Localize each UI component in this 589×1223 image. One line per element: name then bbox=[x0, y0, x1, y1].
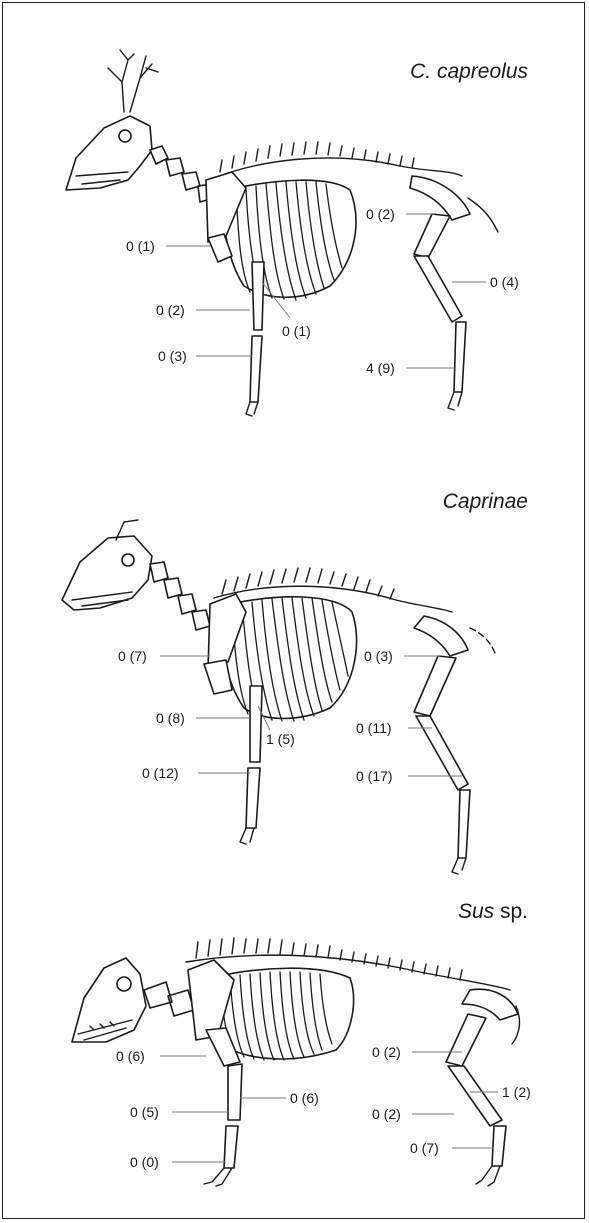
label-fore-metapodial: 0 (0) bbox=[130, 1154, 159, 1170]
antler-left bbox=[108, 50, 134, 112]
label-tibia: 0 (2) bbox=[372, 1106, 401, 1122]
label-tibia: 0 (4) bbox=[490, 274, 519, 290]
tibia bbox=[414, 256, 462, 322]
fore-metapodial bbox=[246, 768, 260, 828]
tibia bbox=[416, 716, 468, 790]
hind-phalanges bbox=[448, 392, 462, 410]
label-humerus: 0 (6) bbox=[290, 1090, 319, 1106]
vertebral-spines bbox=[222, 568, 394, 599]
roe-deer-skeleton bbox=[66, 50, 498, 416]
fore-phalanges bbox=[246, 402, 258, 416]
radius-ulna bbox=[228, 1064, 242, 1120]
label-scapula: 0 (1) bbox=[126, 238, 155, 254]
label-calcaneus: 1 (2) bbox=[502, 1084, 531, 1100]
label-hind-metapodial: 4 (9) bbox=[366, 360, 395, 376]
pelvis bbox=[410, 176, 470, 220]
antler-right bbox=[130, 56, 158, 112]
caprinae-skeleton bbox=[62, 520, 496, 874]
femur bbox=[414, 214, 450, 258]
label-radius: 0 (8) bbox=[156, 710, 185, 726]
neck-vertebrae bbox=[150, 146, 214, 202]
label-fore-metapodial: 0 (3) bbox=[158, 348, 187, 364]
tail bbox=[470, 628, 496, 656]
label-humerus: 0 (1) bbox=[282, 323, 311, 339]
hind-phalanges bbox=[452, 858, 466, 874]
hind-metapodial bbox=[458, 790, 470, 858]
label-hind-metapodial: 0 (17) bbox=[356, 768, 393, 784]
label-scapula: 0 (7) bbox=[118, 648, 147, 664]
panel-1-title: C. capreolus bbox=[410, 60, 528, 83]
panel-caprinae: Caprinae bbox=[62, 490, 528, 874]
hind-metapodial bbox=[492, 1126, 506, 1166]
label-scapula: 0 (6) bbox=[116, 1048, 145, 1064]
label-radius: 0 (2) bbox=[156, 302, 185, 318]
panel-2-title: Caprinae bbox=[443, 490, 528, 513]
panel-3-labels: 0 (6) 0 (5) 0 (6) 0 (0) 0 (2) 1 (2) 0 (2… bbox=[116, 1044, 531, 1170]
label-humerus: 1 (5) bbox=[266, 731, 295, 747]
femur bbox=[446, 1014, 486, 1066]
fore-phalanges bbox=[240, 828, 254, 844]
eye-orbit bbox=[117, 977, 131, 991]
panel-sus: Sus sp. bbox=[72, 900, 531, 1186]
skull bbox=[72, 958, 146, 1042]
label-fore-metapodial: 0 (12) bbox=[142, 765, 179, 781]
label-pelvis: 0 (3) bbox=[364, 648, 393, 664]
radius-ulna bbox=[250, 686, 262, 762]
fore-phalanges bbox=[204, 1168, 232, 1186]
pelvis bbox=[414, 616, 468, 656]
femur bbox=[414, 656, 456, 716]
hind-metapodial bbox=[454, 322, 466, 392]
label-tibia: 0 (11) bbox=[356, 720, 392, 736]
hind-phalanges bbox=[476, 1166, 500, 1186]
skull bbox=[66, 116, 152, 190]
fore-metapodial bbox=[224, 1126, 238, 1168]
tibia bbox=[448, 1066, 502, 1126]
neck-vertebrae bbox=[144, 982, 194, 1016]
label-hind-metapodial: 0 (7) bbox=[410, 1140, 439, 1156]
panel-3-leaders bbox=[160, 1052, 498, 1162]
panel-3-title: Sus sp. bbox=[458, 900, 528, 923]
eye-orbit bbox=[119, 130, 131, 142]
tail bbox=[468, 198, 498, 232]
label-radius: 0 (5) bbox=[130, 1104, 159, 1120]
neck-vertebrae bbox=[150, 562, 210, 630]
radius-ulna bbox=[252, 262, 264, 330]
panel-roe-deer: C. capreolus bbox=[66, 50, 528, 416]
fore-metapodial bbox=[250, 336, 262, 402]
label-pelvis: 0 (2) bbox=[372, 1044, 401, 1060]
humerus bbox=[204, 660, 232, 694]
label-pelvis: 0 (2) bbox=[366, 206, 395, 222]
spine bbox=[214, 158, 462, 178]
eye-orbit bbox=[122, 554, 134, 566]
